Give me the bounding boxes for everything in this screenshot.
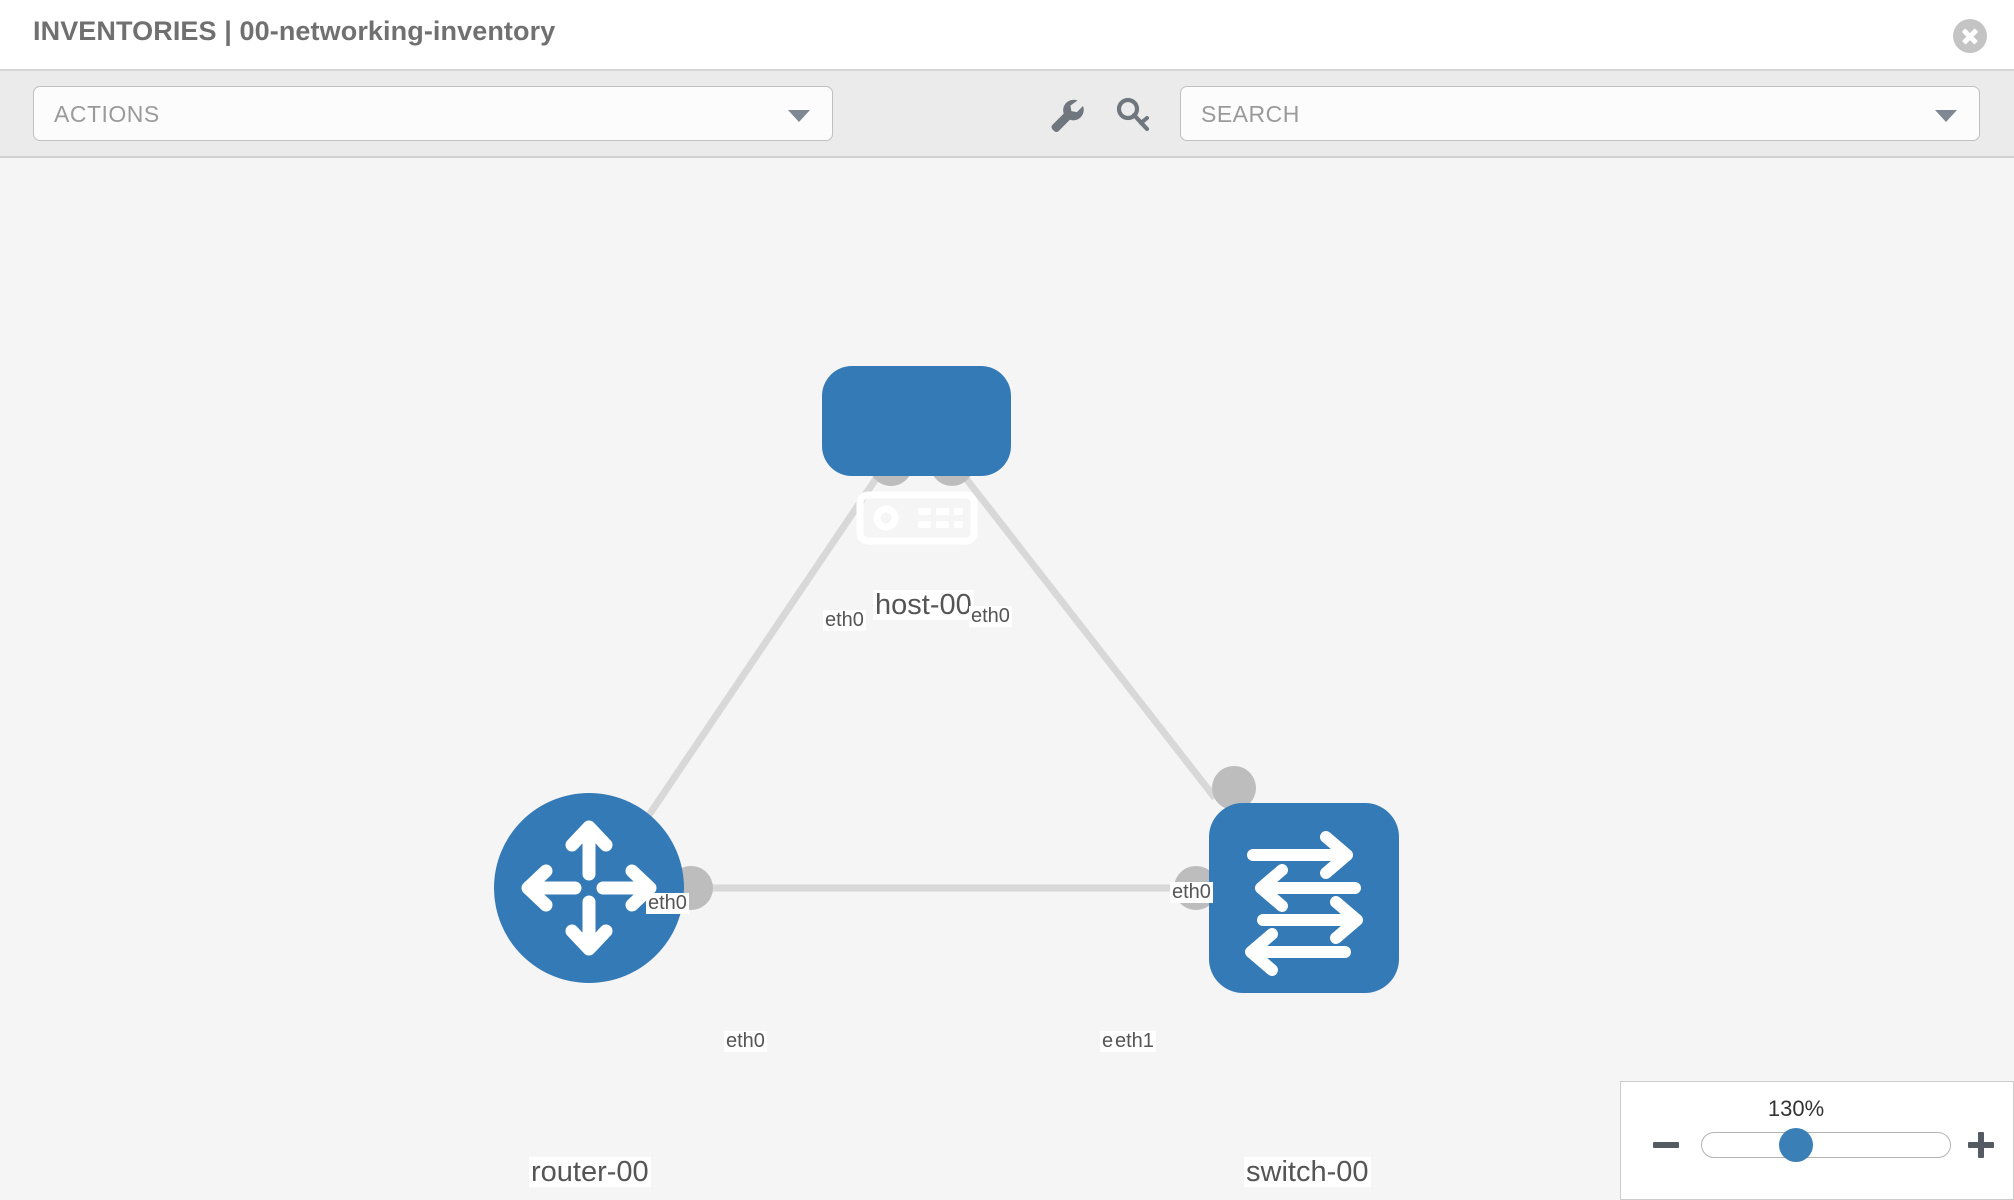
node-label-switch-00: switch-00 [1244, 1156, 1371, 1188]
search-placeholder: SEARCH [1201, 101, 1300, 127]
zoom-slider-thumb[interactable] [1779, 1128, 1813, 1162]
node-router-00-shape[interactable] [494, 793, 684, 983]
actions-dropdown-label: ACTIONS [54, 101, 160, 127]
chevron-down-icon [788, 110, 810, 122]
connector-switch00-top[interactable] [1212, 766, 1256, 810]
node-label-host-00: host-00 [873, 589, 974, 621]
zoom-in-button[interactable] [1966, 1130, 1996, 1160]
close-icon[interactable] [1953, 19, 1987, 53]
chevron-down-icon[interactable] [1935, 110, 1957, 122]
toolbar: ACTIONS SEARCH [0, 71, 2014, 158]
zoom-out-button[interactable] [1651, 1130, 1681, 1160]
topology-canvas[interactable]: host-00 router-00 switch-00 eth0 eth0 et… [0, 158, 2014, 1200]
page-header: INVENTORIES | 00-networking-inventory [0, 0, 2014, 71]
iface-label-router00-up: eth0 [646, 892, 689, 914]
iface-label-host00-left: eth0 [823, 609, 866, 631]
iface-label-switch00-up: eth0 [1170, 881, 1213, 903]
zoom-level-value: 130% [1767, 1096, 1825, 1121]
link-host00-router00[interactable] [617, 456, 893, 860]
iface-label-host00-right: eth0 [969, 605, 1012, 627]
key-icon[interactable] [1114, 96, 1154, 134]
node-router-00[interactable] [494, 793, 684, 983]
node-host-00[interactable] [822, 366, 1011, 545]
page-title: INVENTORIES | 00-networking-inventory [33, 16, 556, 46]
node-switch-00[interactable] [1209, 803, 1399, 993]
link-host00-switch00[interactable] [947, 455, 1218, 801]
zoom-slider-track[interactable] [1701, 1132, 1951, 1158]
iface-label-router00-right: eth0 [724, 1030, 767, 1052]
search-input[interactable]: SEARCH [1180, 86, 1980, 141]
iface-label-switch00-left: eth1 [1113, 1030, 1156, 1052]
wrench-icon[interactable] [1047, 96, 1087, 134]
server-appliance-icon [856, 491, 978, 545]
actions-dropdown[interactable]: ACTIONS [33, 86, 833, 141]
four-way-arrows-icon [521, 820, 657, 956]
topology-graph [494, 366, 1399, 993]
node-label-router-00: router-00 [529, 1156, 651, 1188]
zoom-control-panel: 130% [1620, 1081, 2014, 1200]
bidirectional-arrows-icon [1245, 831, 1363, 976]
topology-links [617, 455, 1218, 892]
node-switch-00-shape[interactable] [1209, 803, 1399, 993]
node-host-00-shape[interactable] [822, 366, 1011, 476]
